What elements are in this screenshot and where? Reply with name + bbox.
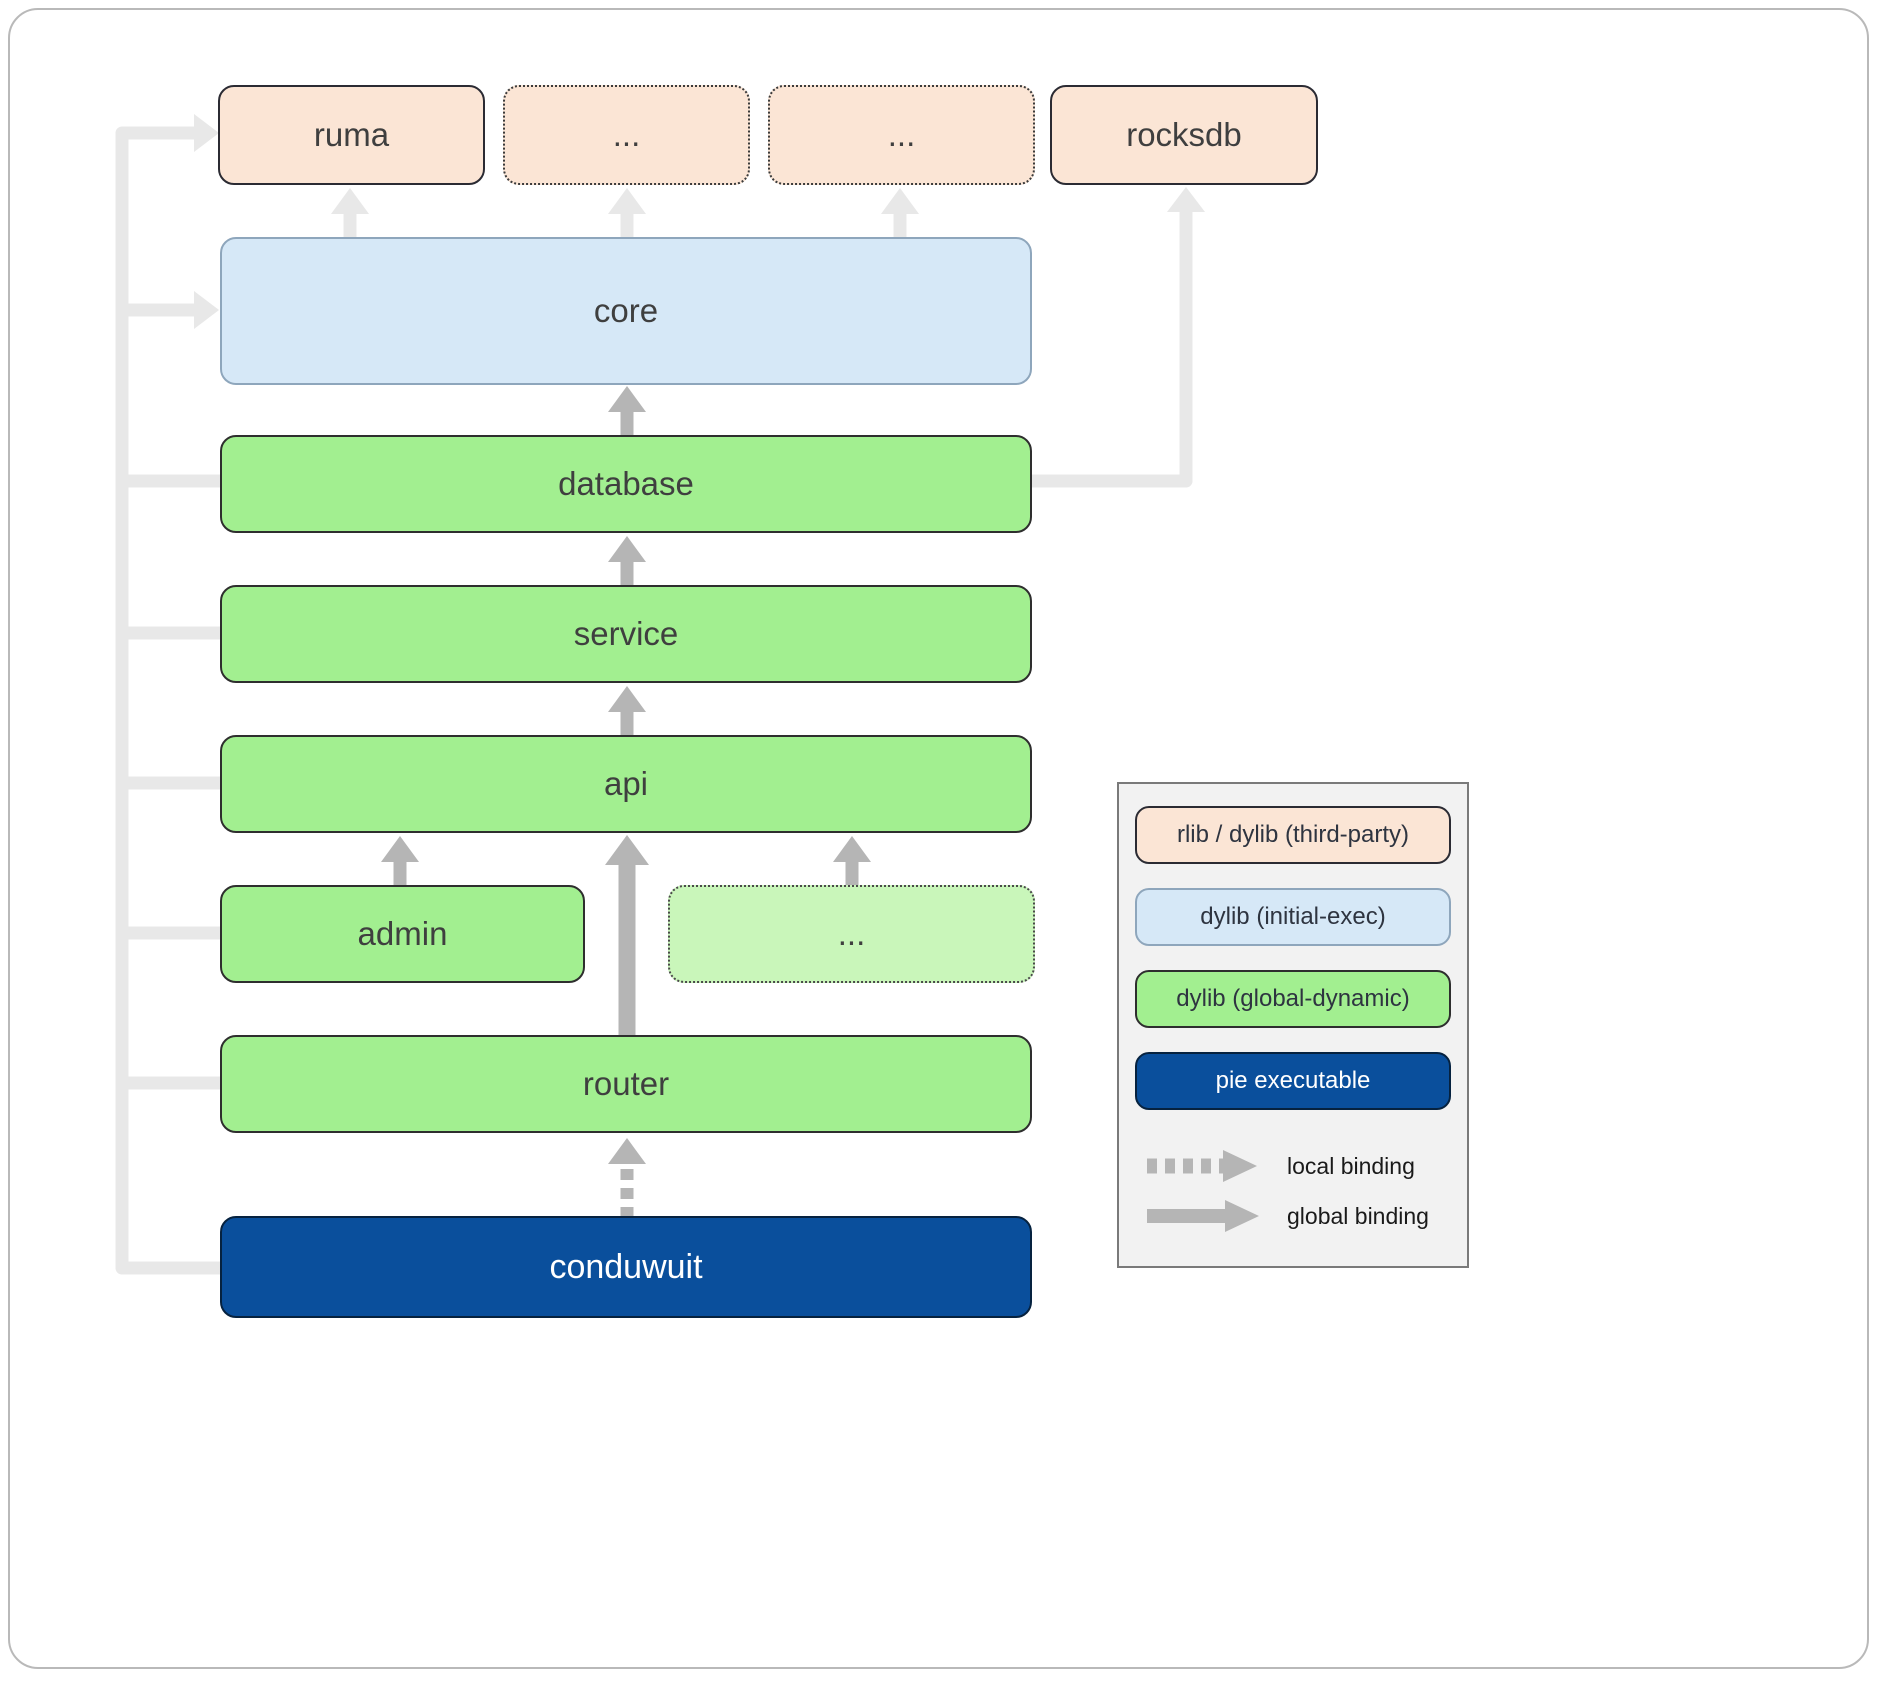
node-core: core [220,237,1032,385]
diagram-frame [8,8,1869,1669]
arrow-api-service [608,686,646,737]
arrow-conduwuit-router-local [608,1138,646,1218]
legend-panel: rlib / dylib (third-party) dylib (initia… [1117,782,1469,1268]
legend-initial-exec: dylib (initial-exec) [1135,888,1451,946]
legend-local-binding: local binding [1143,1142,1453,1190]
node-dots-top-2: ... [768,85,1035,185]
arrow-service-database [608,536,646,587]
node-api: api [220,735,1032,833]
node-dots-modules: ... [668,885,1035,983]
arrow-router-api [605,835,649,1037]
node-rocksdb: rocksdb [1050,85,1318,185]
binding-lines-conduwuit-left [115,114,221,1275]
arrow-database-rocksdb [1031,187,1205,488]
node-router: router [220,1035,1032,1133]
global-binding-arrow-icon [1147,1200,1259,1232]
legend-global-binding-label: global binding [1287,1202,1429,1229]
legend-local-binding-label: local binding [1287,1152,1415,1179]
legend-global-binding: global binding [1143,1192,1453,1240]
legend-third-party: rlib / dylib (third-party) [1135,806,1451,864]
node-service: service [220,585,1032,683]
legend-global-dynamic: dylib (global-dynamic) [1135,970,1451,1028]
arrow-database-core [608,386,646,437]
node-dots-top-1: ... [503,85,750,185]
arrow-core-ruma [331,188,369,239]
arrow-core-dots1 [608,188,646,239]
legend-pie-executable: pie executable [1135,1052,1451,1110]
node-conduwuit: conduwuit [220,1216,1032,1318]
node-ruma: ruma [218,85,485,185]
arrow-dotsmodules-api [833,836,871,887]
arrow-admin-api [381,836,419,887]
node-admin: admin [220,885,585,983]
arrow-core-dots2 [881,188,919,239]
node-database: database [220,435,1032,533]
local-binding-arrow-icon [1147,1150,1257,1182]
